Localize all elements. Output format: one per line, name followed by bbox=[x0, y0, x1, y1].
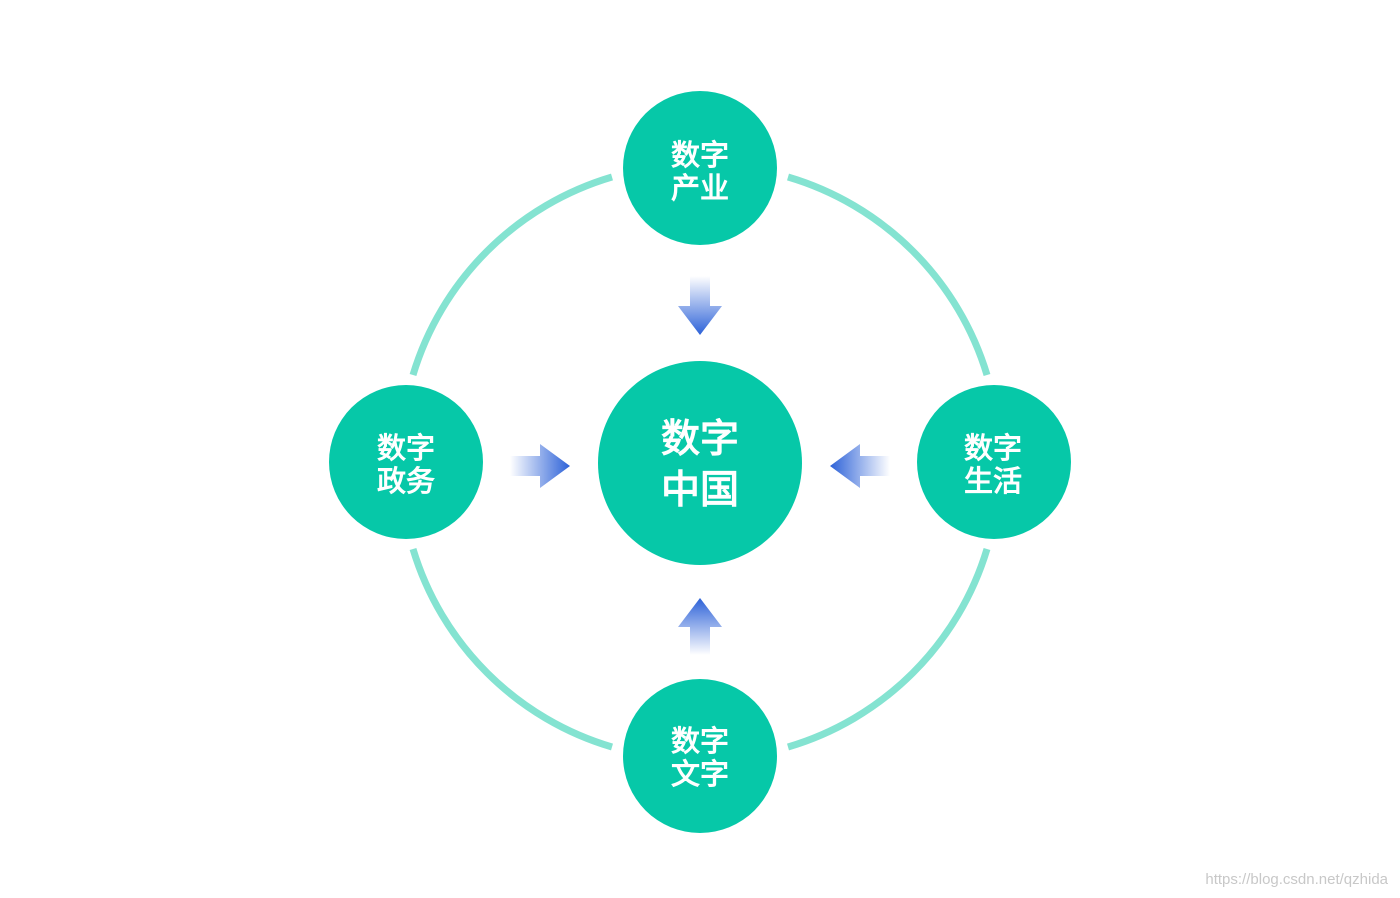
center-line1: 数字 bbox=[661, 417, 739, 462]
node-right-line1: 数字 bbox=[964, 431, 1022, 465]
node-digital-life: 数字 生活 bbox=[917, 385, 1071, 539]
ring-arc-right-bottom bbox=[787, 547, 991, 751]
node-digital-government: 数字 政务 bbox=[329, 385, 483, 539]
node-left-line1: 数字 bbox=[377, 431, 435, 465]
node-digital-industry: 数字 产业 bbox=[623, 91, 777, 245]
node-left-line2: 政务 bbox=[377, 464, 435, 498]
node-digital-text: 数字 文字 bbox=[623, 679, 777, 833]
arrow-left-icon bbox=[830, 444, 890, 488]
arrow-up-icon bbox=[678, 598, 722, 655]
ring-arc-left-top bbox=[409, 173, 613, 377]
ring-arc-bottom-left bbox=[409, 547, 613, 751]
node-bottom-line1: 数字 bbox=[671, 724, 729, 758]
node-bottom-line2: 文字 bbox=[671, 757, 729, 791]
arrow-right-icon bbox=[510, 444, 570, 488]
center-line2: 中国 bbox=[661, 468, 739, 513]
node-top-line1: 数字 bbox=[671, 138, 729, 172]
node-digital-china: 数字 中国 bbox=[598, 361, 802, 565]
arrow-down-icon bbox=[678, 276, 722, 335]
node-top-line2: 产业 bbox=[671, 171, 729, 205]
watermark-url: https://blog.csdn.net/qzhida bbox=[1205, 871, 1388, 888]
connector-ring bbox=[409, 173, 991, 751]
node-right-line2: 生活 bbox=[964, 464, 1022, 498]
ring-arc-top-right bbox=[787, 173, 991, 377]
